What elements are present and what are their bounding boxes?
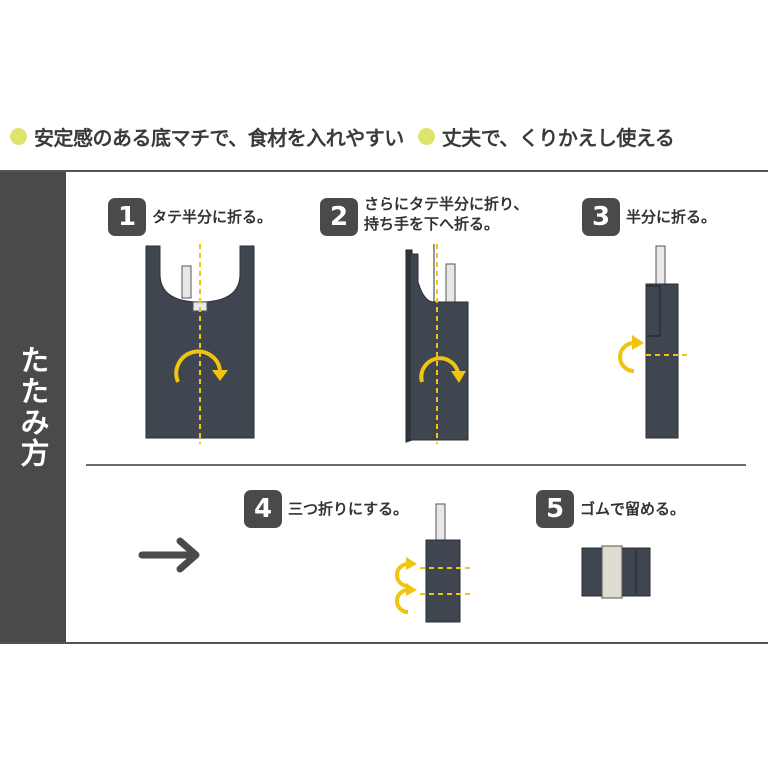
feature-1-text: 安定感のある底マチで、食材を入れやすい bbox=[34, 125, 404, 150]
step-4-text: 三つ折りにする。 bbox=[288, 500, 409, 518]
step-2: 2 さらにタテ半分に折り、 持ち手を下へ折る。 bbox=[320, 194, 528, 236]
bag-fold-edge bbox=[646, 285, 661, 337]
section-title: たたみ方 bbox=[16, 345, 50, 469]
next-arrow-icon bbox=[138, 537, 200, 573]
step-2-number-badge: 2 bbox=[320, 198, 358, 236]
step-3-bag-illustration bbox=[618, 245, 688, 439]
step-4-number-badge: 4 bbox=[244, 490, 282, 528]
fold-arrow-upper-icon bbox=[395, 562, 409, 588]
step-1: 1 タテ半分に折る。 bbox=[108, 198, 272, 236]
step-3-number-badge: 3 bbox=[582, 198, 620, 236]
step-1-bag-illustration bbox=[145, 244, 255, 444]
step-5-number-badge: 5 bbox=[536, 490, 574, 528]
bag-handle bbox=[655, 245, 666, 287]
step-5-bag-illustration bbox=[581, 545, 651, 599]
fold-arrowhead-icon bbox=[451, 371, 466, 383]
step-3: 3 半分に折る。 bbox=[582, 198, 716, 236]
fold-arrow-icon bbox=[618, 341, 635, 373]
step-1-text: タテ半分に折る。 bbox=[152, 208, 273, 226]
feature-2: 丈夫で、くりかえし使える bbox=[417, 122, 675, 151]
feature-1: 安定感のある底マチで、食材を入れやすい bbox=[10, 122, 404, 151]
step-4: 4 三つ折りにする。 bbox=[244, 490, 408, 528]
fold-arrowhead-icon bbox=[406, 583, 417, 596]
step-5-text: ゴムで留める。 bbox=[580, 500, 686, 518]
step-1-number-badge: 1 bbox=[108, 198, 146, 236]
folding-instructions-panel: たたみ方 1 タテ半分に折る。 2 さらにタテ半分に折り、 持ち手を下へ折る。 … bbox=[0, 170, 768, 644]
step-2-text-line2: 持ち手を下へ折る。 bbox=[364, 215, 500, 233]
step-3-text: 半分に折る。 bbox=[626, 208, 717, 226]
fold-arrowhead-icon bbox=[406, 557, 417, 570]
step-4-bag-illustration bbox=[395, 503, 474, 623]
fold-arrow-icon bbox=[174, 349, 222, 383]
side-title-bar: たたみ方 bbox=[0, 172, 66, 642]
row-divider bbox=[86, 464, 746, 466]
bullet-dot-icon bbox=[417, 127, 435, 145]
step-2-bag-illustration bbox=[405, 244, 469, 444]
step-2-text-line1: さらにタテ半分に折り、 bbox=[364, 195, 529, 213]
feature-2-text: 丈夫で、くりかえし使える bbox=[441, 125, 675, 150]
bag-handle bbox=[445, 263, 456, 305]
fold-arrow-icon bbox=[419, 356, 460, 383]
fold-arrowhead-icon bbox=[632, 335, 644, 350]
step-2-text: さらにタテ半分に折り、 持ち手を下へ折る。 bbox=[364, 194, 528, 234]
feature-header: 安定感のある底マチで、食材を入れやすい 丈夫で、くりかえし使える bbox=[10, 118, 766, 154]
bag-handle bbox=[435, 503, 446, 543]
fold-arrowhead-icon bbox=[212, 370, 228, 381]
bag-handle bbox=[181, 265, 192, 299]
step-5: 5 ゴムで留める。 bbox=[536, 490, 685, 528]
bag-body bbox=[425, 539, 461, 623]
bag-body bbox=[409, 244, 469, 441]
bullet-dot-icon bbox=[10, 127, 27, 145]
rubber-band bbox=[601, 545, 623, 599]
fold-arrow-lower-icon bbox=[395, 588, 409, 614]
bag-body bbox=[645, 283, 679, 439]
